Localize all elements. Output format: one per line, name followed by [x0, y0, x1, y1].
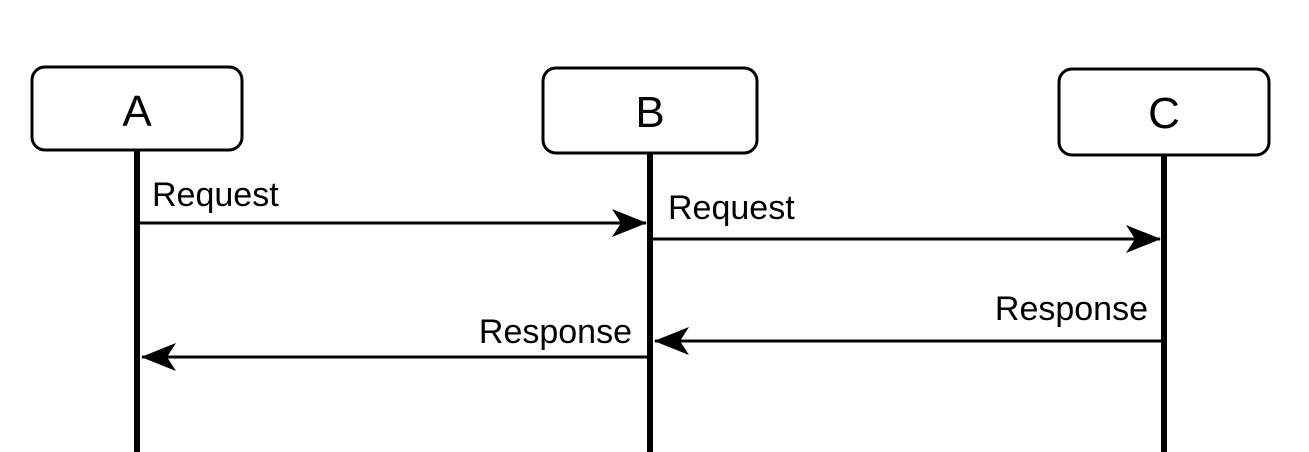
actor-label-c: C — [1148, 89, 1180, 138]
actor-b: B — [541, 66, 759, 155]
actor-label-a: A — [122, 87, 152, 136]
actor-c: C — [1057, 67, 1271, 157]
actor-a: A — [30, 65, 244, 152]
message-label-request-b-to-c: Request — [668, 189, 795, 227]
actor-box-c — [1057, 67, 1271, 157]
message-label-response-c-to-b: Response — [995, 290, 1148, 328]
actor-box-a — [30, 65, 244, 152]
actor-box-b — [541, 66, 759, 155]
message-label-response-b-to-a: Response — [479, 313, 632, 351]
actor-label-b: B — [635, 88, 664, 137]
message-label-request-a-to-b: Request — [152, 176, 279, 214]
